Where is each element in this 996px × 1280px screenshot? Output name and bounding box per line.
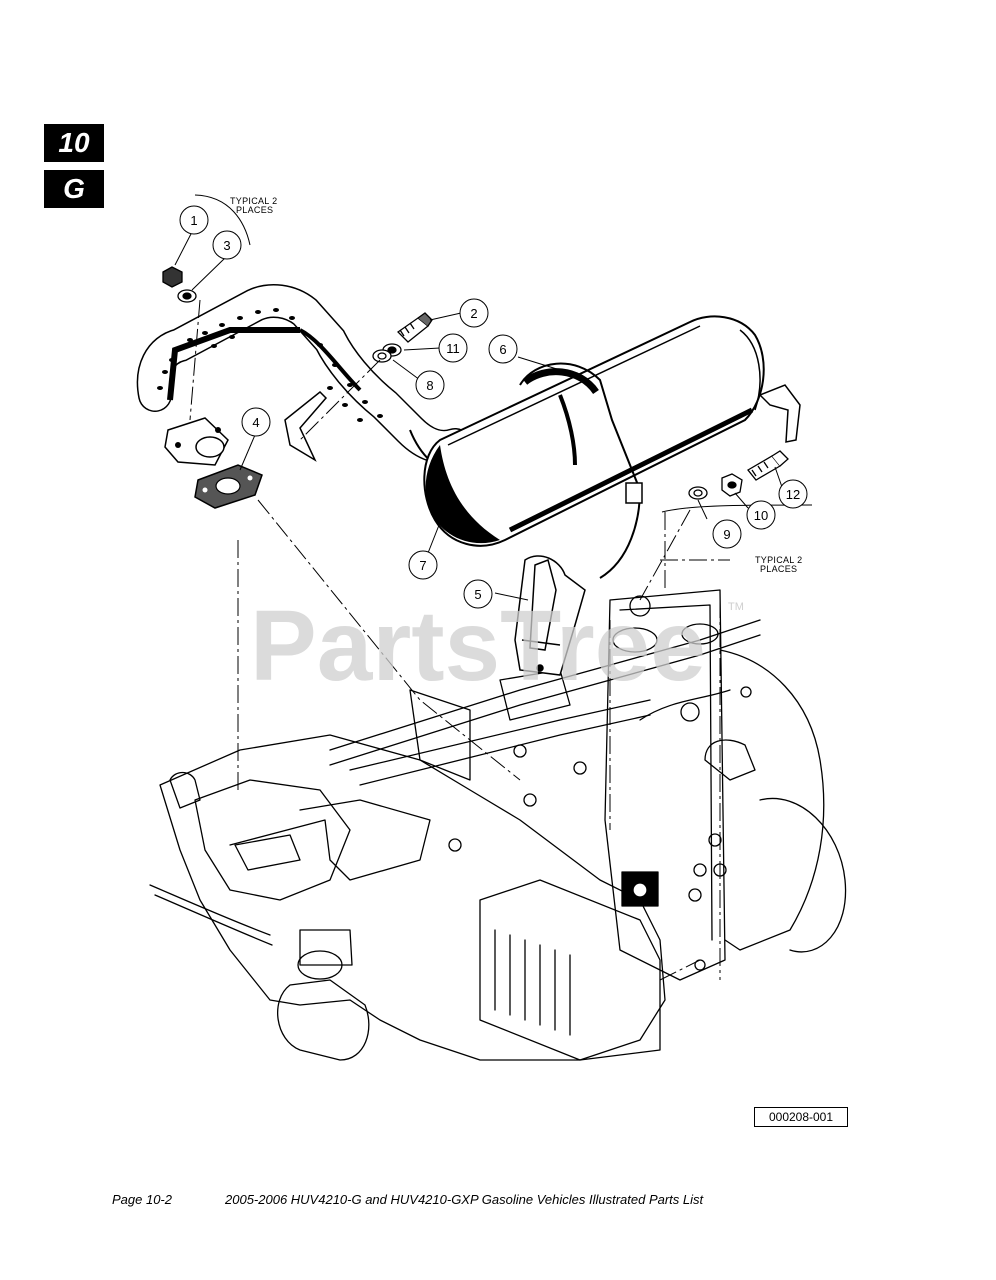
svg-text:PartsTree: PartsTree (250, 590, 706, 702)
callout-3: 3 (212, 230, 242, 260)
callout-5: 5 (463, 579, 493, 609)
callout-2: 2 (459, 298, 489, 328)
callout-10: 10 (746, 500, 776, 530)
callout-7: 7 (408, 550, 438, 580)
bracket-drawing (514, 555, 586, 676)
exhaust-pipe-drawing (136, 284, 472, 472)
svg-text:3: 3 (223, 238, 230, 253)
svg-text:7: 7 (419, 558, 426, 573)
typical-note-left: TYPICAL 2 PLACES (230, 196, 277, 215)
svg-text:8: 8 (426, 378, 433, 393)
svg-text:PLACES: PLACES (236, 205, 273, 215)
svg-text:6: 6 (499, 342, 506, 357)
section-tab-letter: G (44, 170, 104, 208)
svg-text:PLACES: PLACES (760, 564, 797, 574)
section-tab-chapter: 10 (44, 124, 104, 162)
page-footer: Page 10-2 2005-2006 HUV4210-G and HUV4210… (112, 1192, 872, 1207)
svg-text:2: 2 (470, 306, 477, 321)
callout-4: 4 (241, 407, 271, 437)
callout-9: 9 (712, 519, 742, 549)
svg-text:11: 11 (446, 341, 460, 356)
svg-text:12: 12 (786, 487, 800, 502)
hardware-drawing (162, 266, 789, 500)
svg-text:TM: TM (728, 601, 744, 613)
drawing-number: 000208-001 (754, 1107, 848, 1127)
muffler-drawing (423, 315, 801, 579)
svg-text:TYPICAL 2: TYPICAL 2 (230, 196, 277, 206)
callout-11: 11 (438, 333, 468, 363)
callout-6: 6 (488, 334, 518, 364)
svg-text:TYPICAL 2: TYPICAL 2 (755, 555, 802, 565)
svg-text:9: 9 (723, 527, 730, 542)
partstree-watermark: PartsTree TM (250, 590, 744, 702)
assembly-lines (189, 299, 730, 981)
typical-note-right: TYPICAL 2 PLACES (755, 555, 802, 574)
leader-lines (174, 194, 813, 601)
footer-document-title: 2005-2006 HUV4210-G and HUV4210-GXP Gaso… (225, 1192, 704, 1207)
callout-8: 8 (415, 370, 445, 400)
callout-1: 1 (179, 205, 209, 235)
svg-text:10: 10 (754, 508, 768, 523)
svg-text:1: 1 (190, 213, 197, 228)
svg-text:5: 5 (474, 587, 481, 602)
callout-12: 12 (778, 479, 808, 509)
footer-page-number: Page 10-2 (112, 1192, 172, 1207)
svg-text:4: 4 (252, 415, 259, 430)
gasket-drawing (194, 464, 263, 509)
